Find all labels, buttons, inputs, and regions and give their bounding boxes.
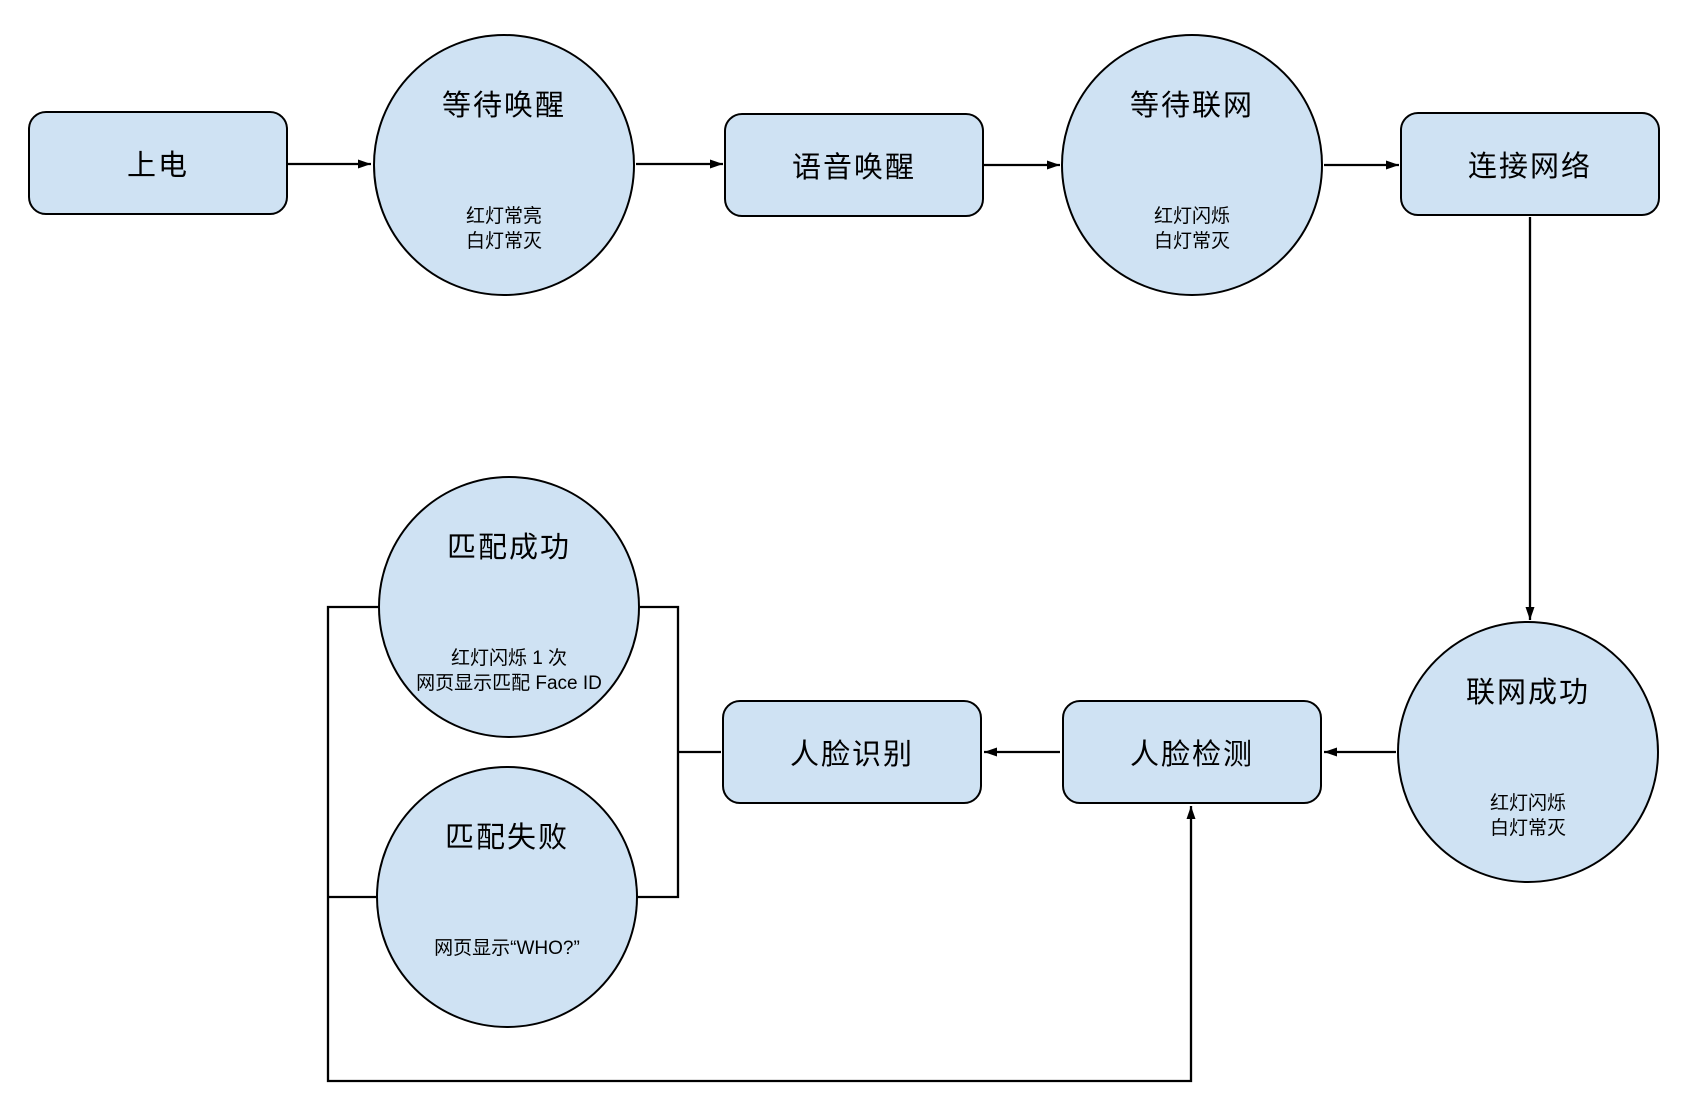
node-match-success-label: 匹配成功 [446,532,571,564]
note-line: 白灯常灭 [1489,818,1566,839]
note-line: 网页显示“WHO?” [434,938,580,959]
node-match-fail: 匹配失败 网页显示“WHO?” [376,766,638,1028]
node-match-success-notes: 红灯闪烁 1 次 网页显示匹配 Face ID [340,646,678,696]
node-voice-wake-label: 语音唤醒 [791,152,916,184]
node-wait-wake-label: 等待唤醒 [441,90,566,122]
node-network-success-label: 联网成功 [1465,677,1590,709]
node-connect-network: 连接网络 [1400,112,1660,216]
note-line: 红灯闪烁 [1489,793,1566,814]
node-face-recognize: 人脸识别 [722,700,982,804]
node-match-fail-notes: 网页显示“WHO?” [338,936,676,961]
node-power-on: 上电 [28,111,288,215]
node-voice-wake: 语音唤醒 [724,113,984,217]
node-wait-network: 等待联网 红灯闪烁 白灯常灭 [1061,34,1323,296]
node-wait-wake-notes: 红灯常亮 白灯常灭 [335,204,673,254]
node-network-success: 联网成功 红灯闪烁 白灯常灭 [1397,621,1659,883]
node-face-detect-label: 人脸检测 [1129,739,1254,771]
node-network-success-notes: 红灯闪烁 白灯常灭 [1359,791,1682,841]
node-wait-wake: 等待唤醒 红灯常亮 白灯常灭 [373,34,635,296]
node-connect-network-label: 连接网络 [1467,151,1592,183]
edge-match-success-loop-to-face-detect [326,605,1196,1083]
note-line: 白灯常灭 [465,231,542,252]
note-line: 白灯常灭 [1153,231,1230,252]
note-line: 红灯闪烁 [1153,206,1230,227]
note-line: 红灯常亮 [465,206,542,227]
note-line: 网页显示匹配 Face ID [416,673,602,694]
node-face-recognize-label: 人脸识别 [789,739,914,771]
node-face-detect: 人脸检测 [1062,700,1322,804]
node-wait-network-label: 等待联网 [1129,90,1254,122]
node-match-fail-label: 匹配失败 [444,822,569,854]
note-line: 红灯闪烁 1 次 [450,648,568,669]
node-match-success: 匹配成功 红灯闪烁 1 次 网页显示匹配 Face ID [378,476,640,738]
node-power-on-label: 上电 [126,150,189,182]
node-wait-network-notes: 红灯闪烁 白灯常灭 [1023,204,1361,254]
